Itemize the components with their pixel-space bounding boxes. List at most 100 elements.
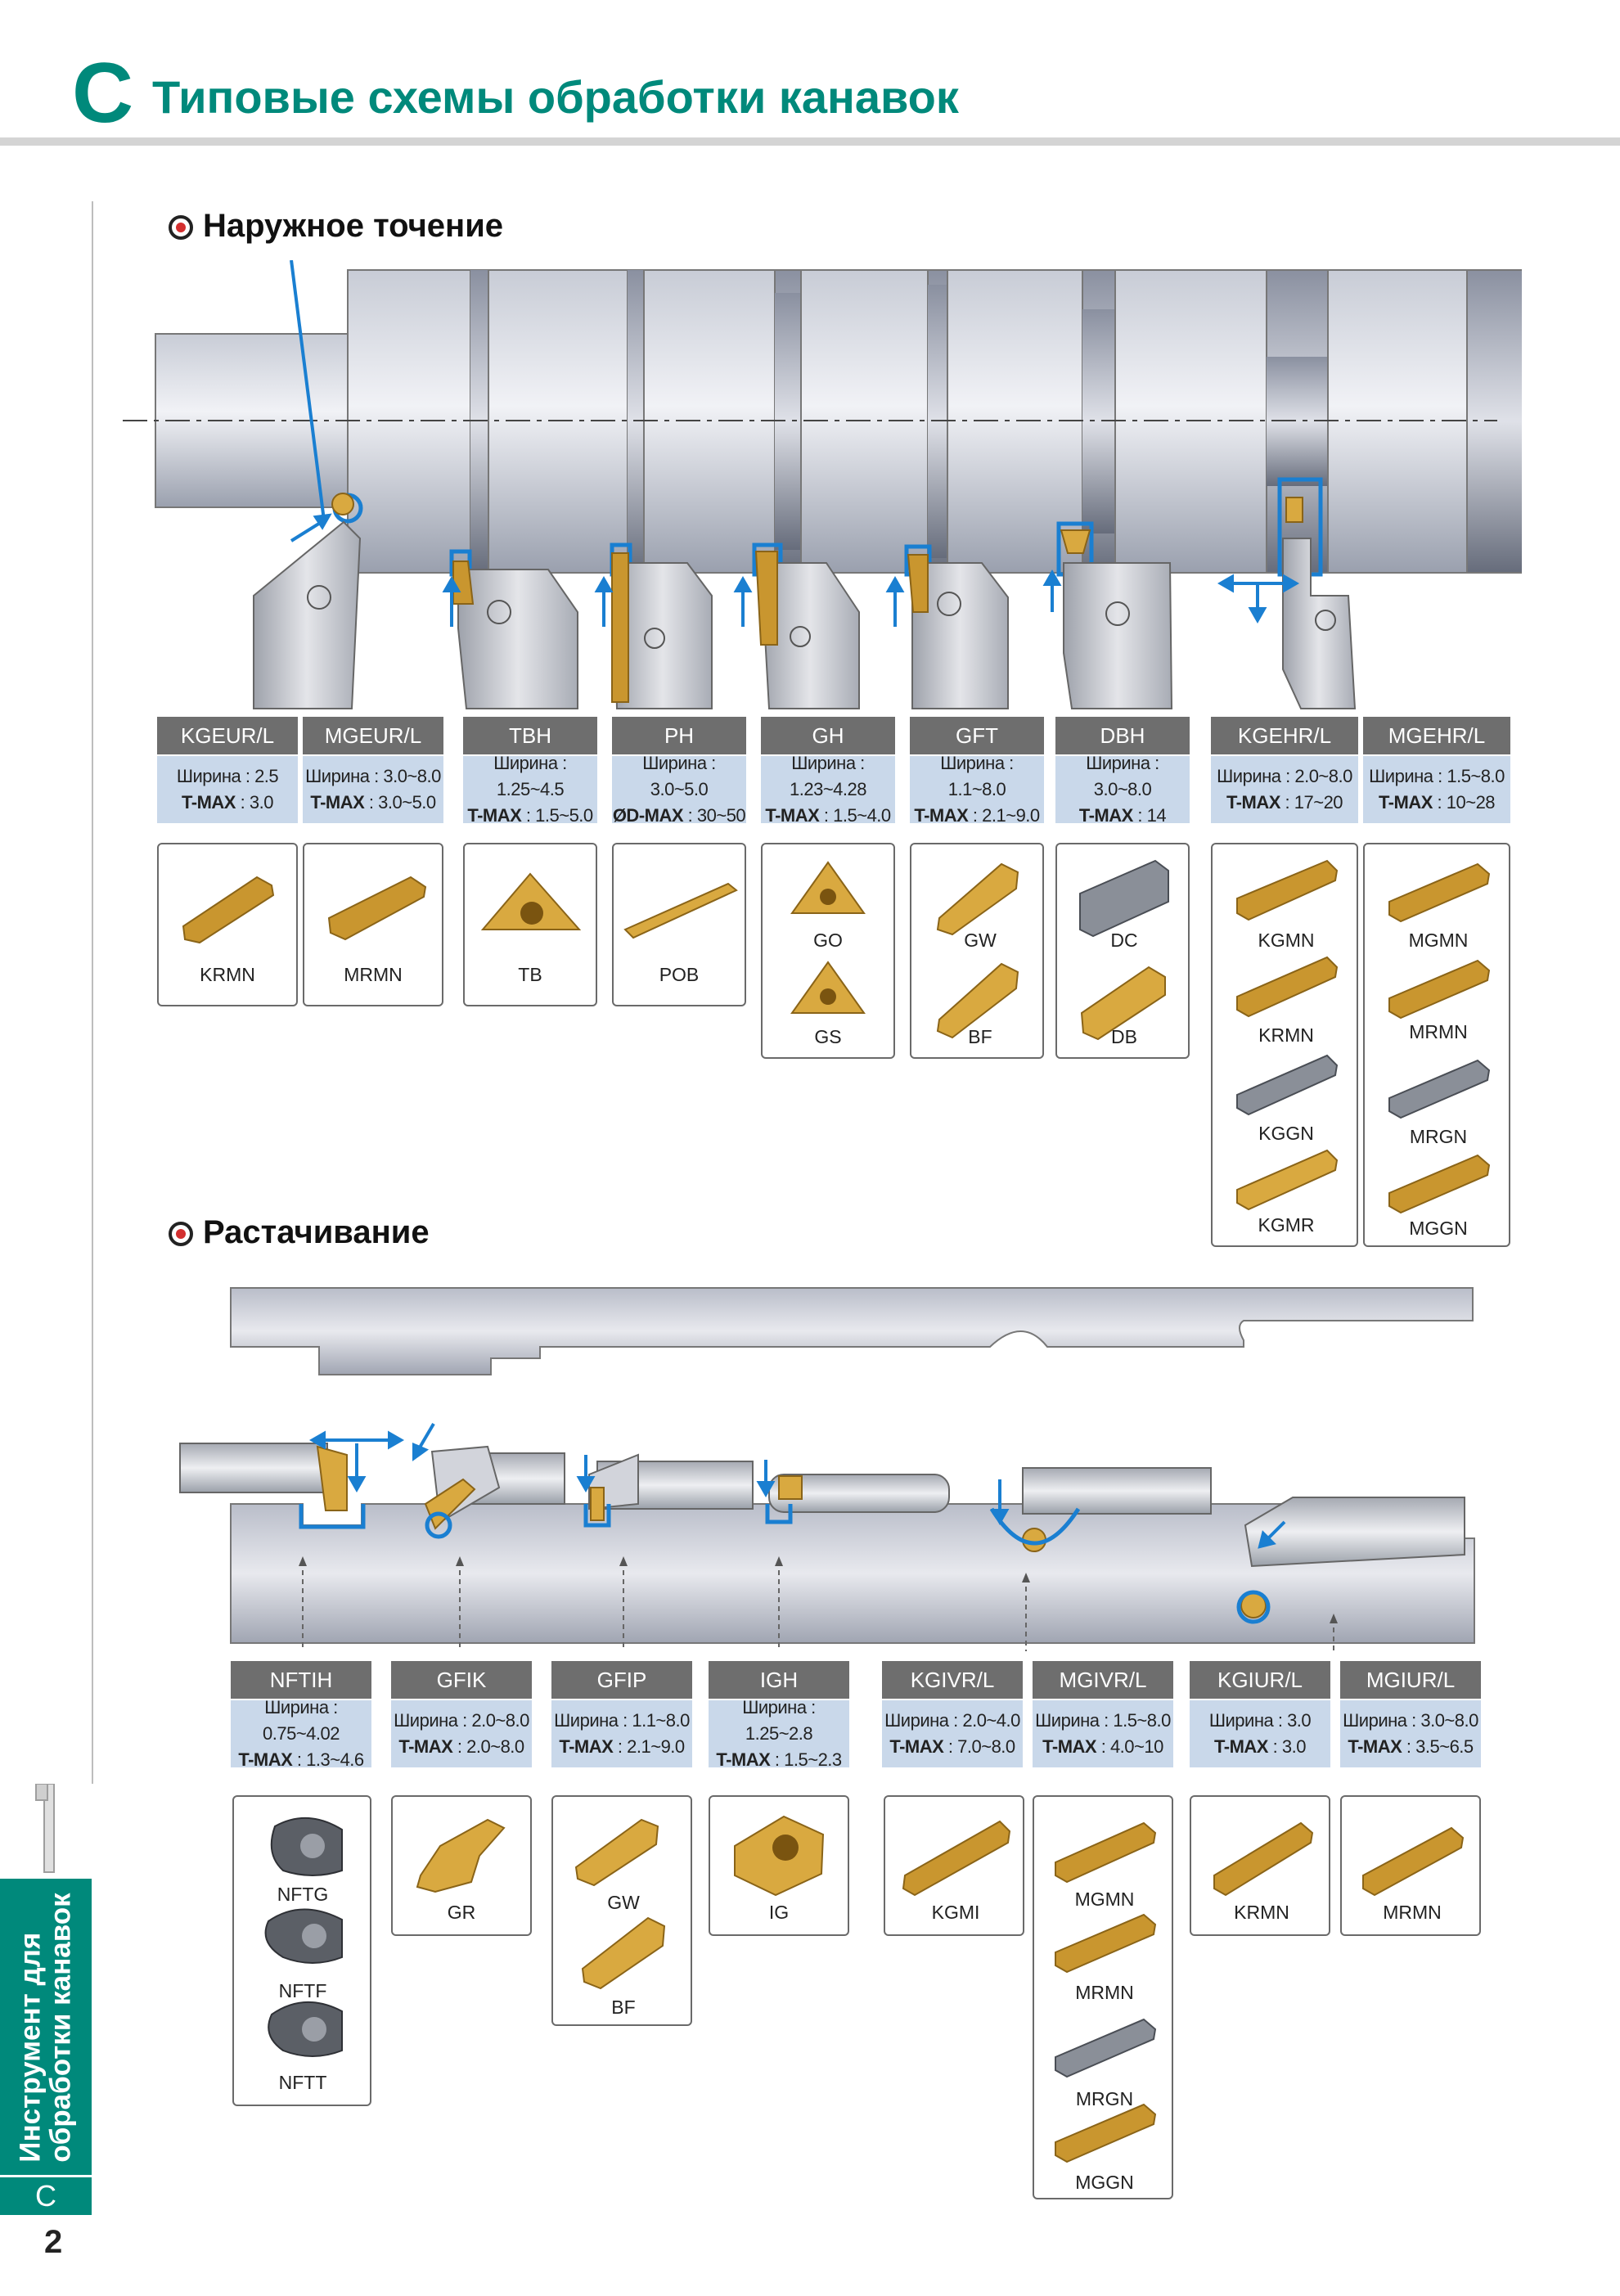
insert-mgehr-icons [1388,862,1491,1214]
insert-box-nftih[interactable]: NFTG NFTF NFTT [232,1795,371,2106]
tool-code-gft[interactable]: GFT [910,717,1044,754]
insert-gw-bf-icon [574,1818,666,1990]
tool-code-igh[interactable]: IGH [709,1661,849,1699]
insert-label: GR [447,1902,476,1923]
insert-kgehr-icons [1236,859,1339,1211]
tool-code-tbh[interactable]: TBH [463,717,597,754]
section-title-boring: Растачивание [169,1214,430,1251]
insert-box-dbh[interactable]: DC DB [1055,843,1190,1059]
tool-code-kgiur[interactable]: KGIUR/L [1190,1661,1330,1699]
insert-label: DC [1110,930,1138,951]
insert-label: KRMN [1258,1024,1314,1046]
insert-krmn-icon [1213,1821,1314,1897]
insert-box-mgehr[interactable]: MGMN MRMN MRGN MGGN [1363,843,1510,1247]
tool-code-mgeur[interactable]: MGEUR/L [303,717,443,754]
insert-box-kgeur[interactable]: KRMN [157,843,298,1006]
insert-mrmn-icon [327,876,427,941]
insert-box-kgehr[interactable]: KGMN KRMN KGGN KGMR [1211,843,1358,1247]
tool-code-gfik[interactable]: GFIK [391,1661,532,1699]
insert-krmn-icon [182,876,275,944]
tool-code-mgehr[interactable]: MGEHR/L [1363,717,1510,754]
tool-code-nftih[interactable]: NFTIH [231,1661,371,1699]
insert-gw-bf-icon [936,862,1019,1039]
insert-gr-icon [416,1818,506,1893]
insert-label: DB [1111,1026,1137,1047]
section-title-external: Наружное точение [169,208,503,245]
insert-label: MRMN [1075,1982,1134,2003]
insert-label: NFTT [278,2072,327,2093]
insert-box-mgiur[interactable]: MRMN [1340,1795,1481,1936]
insert-label: MGGN [1409,1218,1468,1239]
insert-box-gfik[interactable]: GR [391,1795,532,1936]
insert-go-gs-icon [790,861,866,1014]
insert-mgivr-icons [1055,1821,1157,2163]
insert-label: MRMN [1409,1021,1468,1042]
insert-label: KGGN [1258,1123,1314,1144]
insert-label: KRMN [1234,1902,1289,1923]
insert-kgmi-icon [902,1820,1011,1897]
tool-code-dbh[interactable]: DBH [1055,717,1190,754]
tool-code-kgehr[interactable]: KGEHR/L [1211,717,1358,754]
insert-label: POB [659,964,700,985]
boring-diagram [179,1287,1475,1651]
insert-label: MRMN [344,964,403,985]
insert-mrmn-icon [1362,1826,1465,1897]
side-tool-icon [35,1784,55,1873]
tool-code-kgivr[interactable]: KGIVR/L [882,1661,1023,1699]
insert-dc-db-icon [1079,859,1169,1041]
insert-label: GW [964,930,997,951]
insert-ig-icon [734,1815,825,1897]
side-frame [0,201,93,1784]
insert-box-ph[interactable]: POB [612,843,746,1006]
insert-label: NFTG [277,1884,329,1905]
tool-code-mgivr[interactable]: MGIVR/L [1033,1661,1173,1699]
insert-tb-icon [480,872,582,930]
insert-box-gfip[interactable]: GW BF [551,1795,692,2026]
insert-label: MGMN [1408,930,1469,951]
side-tab[interactable] [0,1879,92,2175]
target-icon [169,1222,193,1247]
tool-code-mgiur[interactable]: MGIUR/L [1340,1661,1481,1699]
insert-box-kgiur[interactable]: KRMN [1190,1795,1330,1936]
insert-pob-icon [623,882,738,939]
chapter-letter: C [72,46,134,141]
target-icon [169,215,193,241]
header-divider [0,137,1620,146]
insert-box-mgivr[interactable]: MGMN MRMN MRGN MGGN [1033,1795,1173,2199]
tool-code-ph[interactable]: PH [612,717,746,754]
insert-box-gh[interactable]: GO GS [761,843,895,1059]
insert-box-mgeur[interactable]: MRMN [303,843,443,1006]
insert-label: MRGN [1075,2088,1134,2109]
insert-label: MGGN [1075,2172,1134,2193]
insert-nft-icons [264,1817,343,2057]
insert-label: MRGN [1409,1126,1468,1147]
tool-code-gh[interactable]: GH [761,717,895,754]
external-turning-diagram [123,260,1522,709]
tool-code-kgeur[interactable]: KGEUR/L [157,717,298,754]
side-tab-letter: C [0,2175,92,2215]
insert-label: BF [968,1026,992,1047]
insert-box-tbh[interactable]: TB [463,843,597,1006]
insert-box-kgivr[interactable]: KGMI [884,1795,1024,1936]
insert-box-igh[interactable]: IG [709,1795,849,1936]
tool-code-gfip[interactable]: GFIP [551,1661,692,1699]
insert-label: MRMN [1383,1902,1442,1923]
insert-label: MGMN [1074,1889,1135,1910]
insert-box-gft[interactable]: GW BF [910,843,1044,1059]
insert-label: KGMI [931,1902,980,1923]
